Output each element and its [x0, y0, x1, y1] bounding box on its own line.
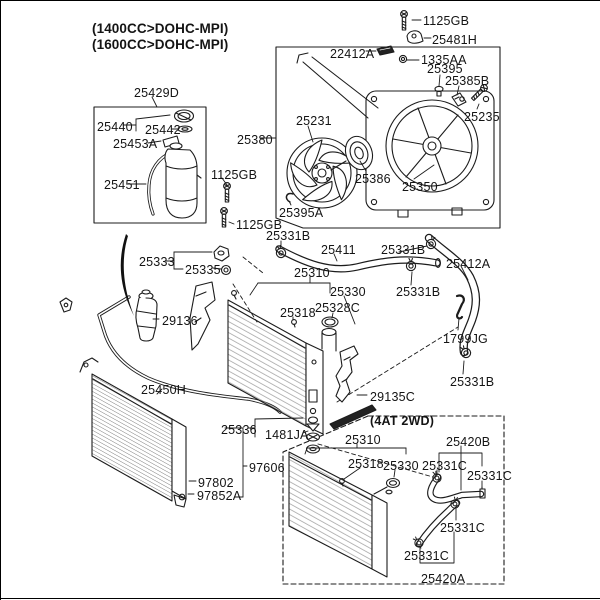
- label-1335aa: 1335AA: [421, 53, 467, 67]
- label-25331c-4: 25331C: [404, 549, 449, 563]
- label-25331b-2: 25331B: [381, 243, 426, 257]
- air-guard-22412a-drawing: [376, 45, 395, 56]
- label-25350: 25350: [402, 180, 438, 194]
- page-border-left: [0, 0, 1, 600]
- 4at-dashed-box: [282, 415, 505, 585]
- bottle-part-drawing: [135, 289, 158, 342]
- label-1799jg: 1799JG: [443, 332, 488, 346]
- label-25420a: 25420A: [421, 572, 466, 586]
- sensor-25385b-drawing: [451, 92, 467, 107]
- label-97606: 97606: [249, 461, 285, 475]
- label-25333: 25333: [139, 255, 175, 269]
- label-25411: 25411: [321, 243, 356, 257]
- label-25442: 25442: [145, 123, 181, 137]
- fan-shroud-25350-drawing: [296, 52, 495, 218]
- label-29135c: 29135C: [370, 390, 415, 404]
- label-25231: 25231: [296, 114, 332, 128]
- engine-spec-line-2: (1600CC>DOHC-MPI): [92, 37, 229, 52]
- label-25331c-2: 25331C: [467, 469, 512, 483]
- clip-1799jg-drawing: [455, 294, 465, 320]
- clip-25395a-drawing: [285, 192, 294, 203]
- label-22412a: 22412A: [330, 47, 375, 61]
- label-25412a: 25412A: [446, 257, 491, 271]
- label-25453a: 25453A: [113, 137, 158, 151]
- label-25330-4at: 25330: [383, 459, 419, 473]
- dashed-connectors: [232, 256, 459, 478]
- label-25395: 25395: [427, 62, 463, 76]
- label-25380: 25380: [237, 133, 273, 147]
- radiator-25310-drawing: [227, 290, 339, 435]
- label-97802: 97802: [198, 476, 234, 490]
- fan-25231-drawing: [286, 137, 358, 209]
- label-25440: 25440: [97, 120, 133, 134]
- air-seal-strip-drawing: [120, 234, 134, 316]
- label-25318-4at: 25318: [348, 457, 384, 471]
- label-25450h: 25450H: [141, 383, 186, 397]
- hose-25420a-oil-cooler: [415, 499, 461, 548]
- hose-25420b-oil-cooler: [427, 473, 485, 504]
- label-25328c: 25328C: [315, 301, 360, 315]
- label-25331b-1: 25331B: [266, 229, 311, 243]
- page-border-top: [0, 0, 600, 1]
- hose-25451-tank: [147, 150, 174, 216]
- fan-motor-25386-drawing: [330, 135, 374, 171]
- label-25331b-3: 25331B: [396, 285, 441, 299]
- label-25429d: 25429D: [134, 86, 179, 100]
- leader-lines: [122, 19, 483, 564]
- air-guard-29136-drawing: [189, 281, 216, 351]
- label-25395a: 25395A: [279, 206, 324, 220]
- label-1125gb-top: 1125GB: [423, 14, 470, 28]
- label-25318-main: 25318: [280, 306, 316, 320]
- label-25331c-3: 25331C: [440, 521, 485, 535]
- engine-spec-line-1: (1400CC>DOHC-MPI): [92, 21, 229, 36]
- label-25386: 25386: [355, 172, 391, 186]
- label-1125gb-low: 1125GB: [236, 218, 283, 232]
- bracket-25481h-drawing: [406, 30, 424, 44]
- label-25310-4at: 25310: [345, 433, 381, 447]
- label-25481h: 25481H: [432, 33, 477, 47]
- radiator2-25310-drawing: [288, 451, 401, 578]
- label-29136: 29136: [162, 314, 198, 328]
- bolt-1125gb-mid: [223, 182, 231, 203]
- mount-25333-25335-drawing: [213, 245, 232, 276]
- label-25420b: 25420B: [446, 435, 491, 449]
- label-97852a: 97852A: [197, 489, 242, 503]
- label-1125gb-mid: 1125GB: [211, 168, 258, 182]
- reservoir-tank-drawing: [162, 109, 202, 219]
- label-25331b-4: 25331B: [450, 375, 495, 389]
- label-25330-main: 25330: [330, 285, 366, 299]
- label-25335: 25335: [185, 263, 221, 277]
- label-25331c-1: 25331C: [422, 459, 467, 473]
- reservoir-box: [93, 106, 207, 224]
- nut-1335aa-drawing: [398, 54, 408, 64]
- label-25310-main: 25310: [294, 266, 330, 280]
- fan-assembly-box: [275, 46, 501, 229]
- label-25336: 25336: [221, 423, 257, 437]
- page-border-bottom: [0, 598, 600, 599]
- condenser-97606-drawing: [79, 357, 187, 508]
- plug-25395-drawing: [434, 85, 444, 97]
- label-25451: 25451: [104, 178, 140, 192]
- air-guard-29135c-drawing: [329, 345, 377, 430]
- label-1481ja: 1481JA: [265, 428, 309, 442]
- bolt-1125gb-top: [400, 10, 408, 31]
- bolt-1125gb-low: [220, 207, 228, 228]
- label-25235: 25235: [464, 110, 500, 124]
- hose-25412a-lower-radiator: [424, 233, 481, 357]
- drain-plug-drawing: [305, 416, 321, 454]
- small-clip-left-drawing: [59, 297, 73, 313]
- label-25385b: 25385B: [445, 74, 490, 88]
- label-4at-2wd: (4AT 2WD): [370, 414, 435, 428]
